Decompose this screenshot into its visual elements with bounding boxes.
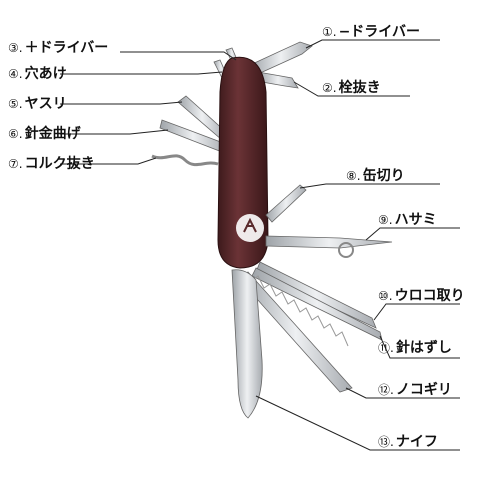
corkscrew-tool bbox=[151, 154, 219, 167]
can-opener-tool bbox=[265, 184, 307, 223]
leader-lines bbox=[60, 39, 460, 451]
knife-blade bbox=[231, 269, 263, 419]
label-6-wire-bender: ⑥.針金曲げ bbox=[8, 126, 81, 142]
label-12-saw: ⑫.ノコギリ bbox=[378, 382, 452, 398]
label-2-bottle-opener: ②.栓抜き bbox=[322, 80, 381, 96]
label-4-awl: ④.穴あけ bbox=[8, 66, 67, 82]
label-7-corkscrew: ⑦.コルク抜き bbox=[8, 156, 95, 172]
brand-logo-icon bbox=[236, 214, 264, 242]
label-9-scissors: ⑨.ハサミ bbox=[378, 212, 437, 228]
scissors-tool bbox=[265, 235, 393, 249]
label-10-scale-remover: ⑩.ウロコ取り bbox=[378, 288, 465, 304]
label-13-knife: ⑬.ナイフ bbox=[378, 434, 438, 450]
label-8-can-opener: ⑧.缶切り bbox=[346, 168, 405, 184]
label-11-hook-disgorger: ⑪.針はずし bbox=[378, 340, 452, 356]
label-5-file: ⑤.ヤスリ bbox=[8, 96, 67, 112]
label-1-flat-screwdriver: ①.−ドライバー bbox=[322, 24, 421, 40]
label-3-phillips-screwdriver: ③.＋ドライバー bbox=[8, 40, 109, 56]
